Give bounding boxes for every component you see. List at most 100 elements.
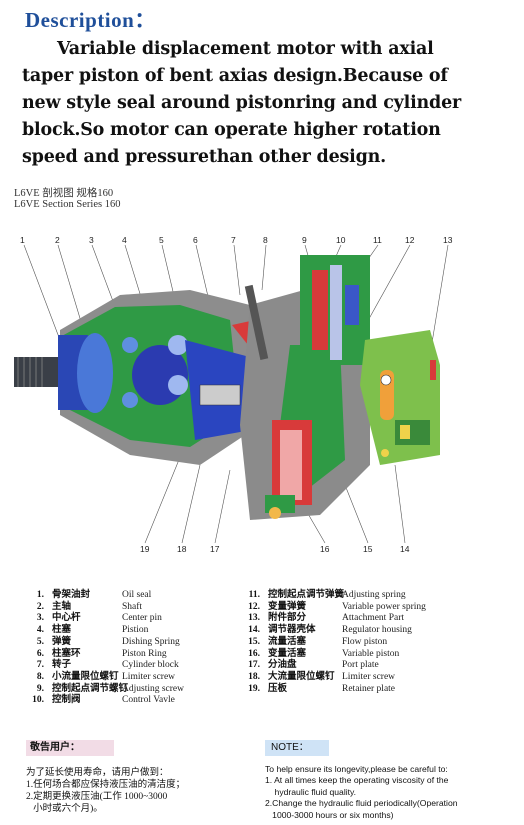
legend-en: Dishing Spring	[122, 636, 180, 647]
legend-cn: 转子	[52, 660, 72, 671]
callout-4: 4	[122, 235, 127, 245]
callout-9: 9	[302, 235, 307, 245]
warning-text-cn: 为了延长使用寿命，请用户做到： 1.任何场合都应保持液压油的清洁度； 2.定期更…	[26, 767, 236, 815]
legend-cn: 分油盘	[268, 660, 297, 671]
legend-num: 1.	[36, 590, 44, 600]
legend-num: 2.	[36, 601, 44, 612]
legend-cn: 附件部分	[268, 613, 307, 624]
legend-num: 18.	[248, 671, 260, 682]
legend-num: 11.	[248, 590, 260, 600]
legend-row: 2. 主轴 Shaft	[22, 602, 184, 614]
dishing-spring	[199, 384, 241, 406]
motor-section-illustration	[14, 244, 449, 544]
legend-num: 17.	[248, 660, 260, 671]
legend-num: 10.	[32, 695, 44, 706]
legend-en: Shaft	[122, 601, 143, 612]
callout-5: 5	[159, 235, 164, 245]
legend-en: Cylinder block	[122, 660, 179, 671]
legend-cn: 主轴	[52, 601, 72, 612]
legend-en: Limiter screw	[342, 671, 396, 682]
callout-17: 17	[210, 544, 220, 554]
description-body: Variable displacement motor with axial t…	[22, 36, 462, 171]
callout-8: 8	[263, 235, 268, 245]
legend-num: 7.	[36, 660, 44, 671]
legend-num: 14.	[248, 625, 260, 636]
legend-cn: 小流量限位螺钉	[52, 671, 119, 682]
note-line: 1. At all times keep the operating visco…	[265, 775, 449, 786]
legend-row: 10. 控制阀 Control Vavle	[22, 695, 184, 707]
legend-num: 19.	[248, 683, 260, 694]
legend-num: 9.	[36, 683, 44, 694]
callout-2: 2	[55, 235, 60, 245]
legend-en: Center pin	[122, 613, 162, 624]
legend-row: 3. 中心杆 Center pin	[22, 613, 184, 625]
legend-num: 16.	[248, 648, 260, 659]
legend-num: 15.	[248, 636, 260, 647]
bearing	[77, 333, 113, 413]
legend-cn: 变量弹簧	[268, 601, 307, 612]
legend-cn: 控制阀	[52, 695, 81, 706]
callout-19: 19	[140, 544, 150, 554]
warning-line: 1.任何场合都应保持液压油的清洁度；	[26, 780, 186, 790]
legend-en: Attachment Part	[342, 613, 404, 624]
note-label-en: NOTE：	[265, 740, 329, 756]
note-line: To help ensure its longevity,please be c…	[265, 764, 448, 774]
legend-cn: 中心杆	[52, 613, 81, 624]
callout-13: 13	[443, 235, 453, 245]
description-line: taper piston of bent axias design.Becaus…	[22, 66, 448, 86]
callout-6: 6	[193, 235, 198, 245]
diagram-caption-en: L6VE Section Series 160	[14, 199, 121, 210]
legend-cn: 骨架油封	[52, 590, 91, 600]
legend-num: 8.	[36, 671, 44, 682]
limiter-screw	[244, 284, 269, 360]
callout-14: 14	[400, 544, 410, 554]
callout-1: 1	[20, 235, 25, 245]
legend-en: Control Vavle	[122, 695, 175, 706]
plug	[269, 507, 281, 519]
legend-en: Adjusting screw	[122, 683, 185, 694]
legend-num: 5.	[36, 636, 44, 647]
note-line: hydraulic fluid quality.	[265, 786, 357, 797]
shaft-spline	[14, 357, 64, 387]
legend-num: 6.	[36, 648, 44, 659]
legend-cn: 弹簧	[52, 636, 72, 647]
warning-line: 为了延长使用寿命，请用户做到：	[26, 768, 169, 778]
legend-en: Adjusting spring	[342, 590, 406, 600]
legend-cn: 变量活塞	[268, 648, 307, 659]
legend-en: Piston Ring	[122, 648, 167, 659]
callout-7: 7	[231, 235, 236, 245]
description-title: Description：	[25, 8, 156, 32]
legend-cn: 柱塞环	[52, 648, 81, 659]
legend-cn: 调节器壳体	[268, 625, 316, 636]
legend-cn: 控制起点调节弹簧	[268, 590, 345, 600]
legend-cn: 柱塞	[52, 625, 72, 636]
legend-cn: 控制起点调节螺钉	[52, 683, 129, 694]
legend-cn: 压板	[268, 683, 288, 694]
warning-label-cn: 敬告用户：	[26, 740, 114, 756]
legend-num: 3.	[36, 613, 44, 624]
legend-en: Regulator housing	[342, 625, 412, 636]
section-diagram: 1 2 3 4 5 6 7 8 9 10 11 12 13 19 18 17 1…	[0, 225, 524, 565]
description-line: new style seal around pistonring and cyl…	[22, 93, 462, 113]
legend-en: Oil seal	[122, 590, 152, 600]
legend-en: Limiter screw	[122, 671, 176, 682]
callout-3: 3	[89, 235, 94, 245]
legend-num: 4.	[36, 625, 44, 636]
callout-18: 18	[177, 544, 187, 554]
legend-num: 13.	[248, 613, 260, 624]
warning-line: 小时或六个月)。	[26, 804, 103, 814]
note-line: 2.Change the hydraulic fluid periodicall…	[265, 798, 458, 809]
parts-legend-left: 1. 骨架油封 Oil seal 2. 主轴 Shaft 3. 中心杆 Center pin…	[22, 590, 184, 707]
callout-15: 15	[363, 544, 373, 554]
legend-row: 1. 骨架油封 Oil seal	[22, 590, 184, 602]
legend-row: 13. 附件部分 Attachment Part	[238, 613, 426, 625]
